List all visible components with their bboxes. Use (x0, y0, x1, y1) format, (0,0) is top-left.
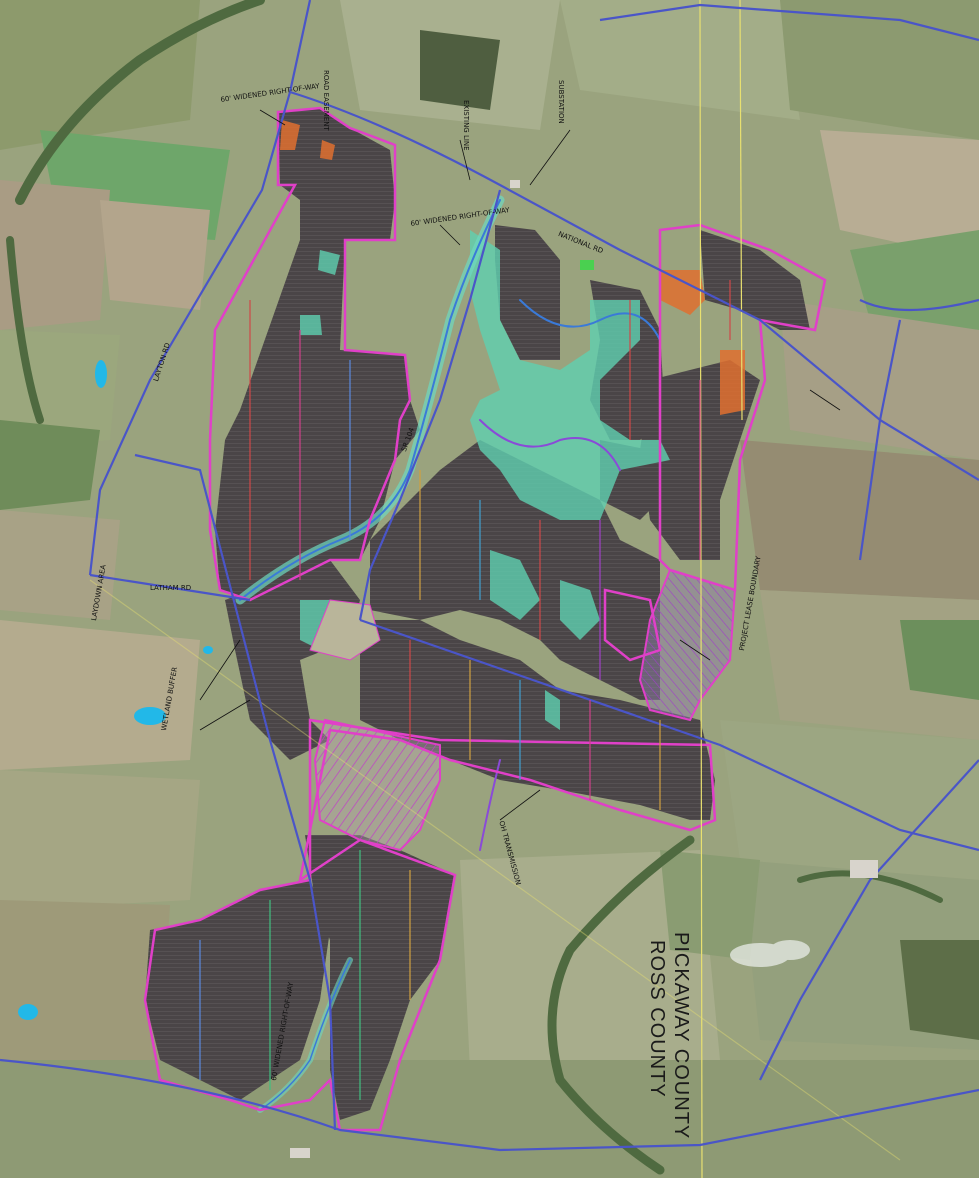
cloud-artifacts (730, 940, 810, 967)
project-boundary (143, 106, 827, 1132)
annotation-existing-line: EXISTING LINE (462, 100, 470, 151)
solar-array-center-south (360, 620, 715, 820)
farmsteads (290, 180, 878, 1158)
road-diagonal (358, 189, 502, 621)
water-ponds (18, 360, 213, 1020)
building-icon (850, 860, 878, 878)
solar-array-north-east-1 (495, 225, 560, 360)
road-latham-rd (89, 573, 251, 602)
road-ne (859, 298, 979, 312)
road-nw (288, 0, 312, 93)
pond-icon (203, 646, 213, 654)
collection-lines (199, 280, 731, 1100)
road-south (0, 1058, 979, 1152)
building-icon (580, 260, 594, 270)
road-layton-rd (88, 91, 292, 576)
substation-areas (280, 120, 745, 415)
annotation-latham-rd: LATHAM RD (150, 584, 192, 592)
solar-array-south-west (145, 880, 330, 1100)
pond-icon (95, 360, 107, 388)
stream-corridor (235, 195, 661, 1113)
solar-array-south-center (305, 835, 455, 1120)
building-icon (510, 180, 520, 188)
county-label-ross: ROSS COUNTY (646, 940, 668, 1098)
road-sr104 (134, 453, 337, 1131)
leader-lines (199, 109, 841, 821)
substation-icon (660, 270, 705, 315)
solar-array-north-west (215, 108, 420, 600)
building-icon (290, 1148, 310, 1158)
road-east-vertical (858, 319, 902, 561)
annotation-substation: SUBSTATION (557, 80, 565, 124)
road-national-rd (289, 90, 979, 481)
solar-array-north-east-3 (700, 230, 810, 330)
roads (0, 0, 979, 1152)
pond-icon (134, 707, 166, 725)
pond-icon (18, 1004, 38, 1020)
county-label-pickaway: PICKAWAY COUNTY (670, 932, 692, 1140)
riparian-corridors (6, 0, 943, 1175)
county-lines (89, 0, 901, 1178)
annotation-road-easement: ROAD EASEMENT (322, 70, 330, 131)
road-southeast (759, 759, 979, 1081)
road-north (599, 3, 979, 42)
road-center (359, 618, 979, 852)
